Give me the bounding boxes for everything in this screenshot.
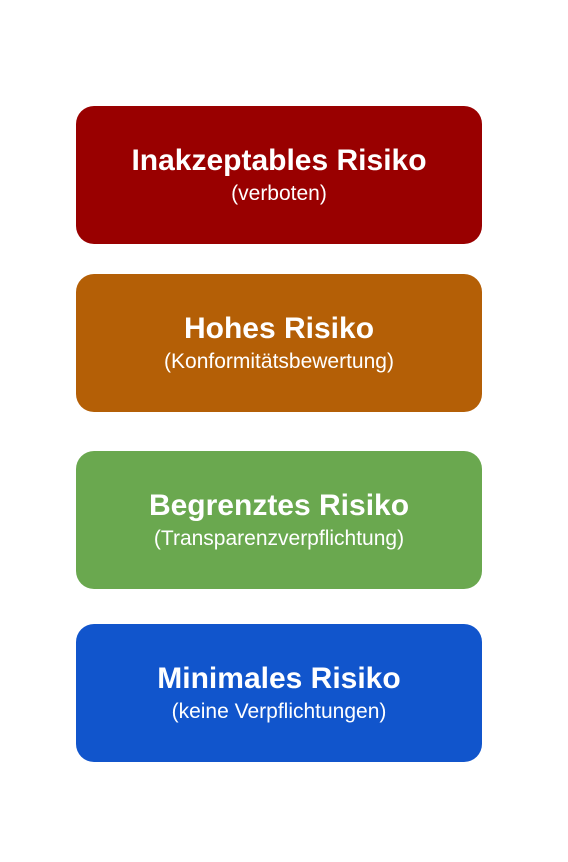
- risk-level-subtitle: (keine Verpflichtungen): [171, 700, 387, 723]
- risk-level-limited: Begrenztes Risiko (Transparenzverpflicht…: [76, 451, 482, 589]
- risk-level-subtitle: (verboten): [231, 182, 327, 205]
- risk-level-title: Begrenztes Risiko: [148, 489, 410, 522]
- risk-level-title: Minimales Risiko: [157, 662, 401, 695]
- risk-level-minimal: Minimales Risiko (keine Verpflichtungen): [76, 624, 482, 762]
- risk-level-title: Inakzeptables Risiko: [131, 144, 427, 177]
- risk-level-subtitle: (Konformitätsbewertung): [164, 350, 394, 373]
- risk-level-subtitle: (Transparenzverpflichtung): [153, 527, 405, 550]
- risk-level-title: Hohes Risiko: [183, 312, 375, 345]
- risk-level-high: Hohes Risiko (Konformitätsbewertung): [76, 274, 482, 412]
- risk-level-unacceptable: Inakzeptables Risiko (verboten): [76, 106, 482, 244]
